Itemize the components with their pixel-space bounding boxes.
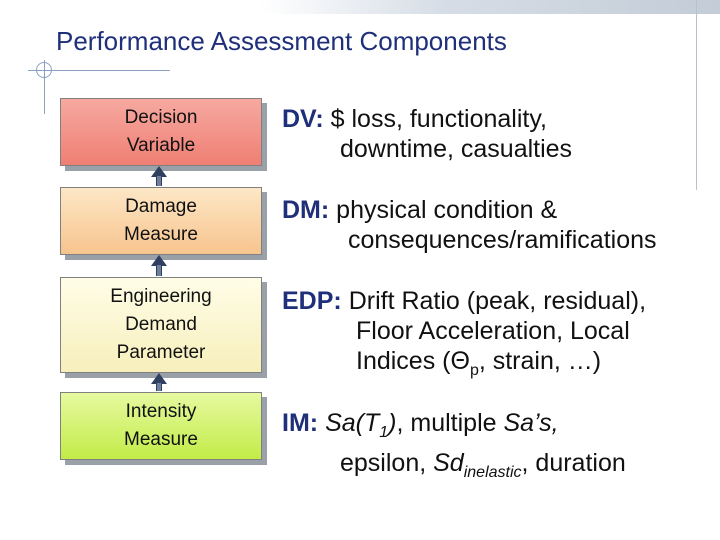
- dv-key: DV:: [282, 105, 324, 133]
- box-label-line: Damage: [125, 196, 197, 217]
- im-line-2-pre: epsilon,: [340, 449, 434, 477]
- box-label-line: Measure: [124, 429, 198, 450]
- intensity-measure-box: Intensity Measure: [60, 392, 262, 460]
- dm-description: DM: physical condition & consequences/ra…: [282, 195, 657, 255]
- title-circle-ornament: [36, 62, 52, 78]
- im-line-2-post: , duration: [521, 449, 626, 477]
- theta-subscript: p: [469, 362, 479, 379]
- edp-key: EDP:: [282, 287, 342, 315]
- im-line-1-rest: , multiple: [396, 409, 504, 437]
- up-arrow-icon: [151, 166, 167, 186]
- box-label-line: Decision: [124, 107, 198, 128]
- im-description: IM: Sa(T1), multiple Sa’s, epsilon, Sdin…: [282, 408, 626, 488]
- sd-subscript: inelastic: [463, 464, 522, 481]
- edp-line-3: Indices (Θp, strain, …): [282, 346, 646, 386]
- dm-line-1: physical condition &: [336, 196, 558, 224]
- im-line-2: epsilon, Sdinelastic, duration: [282, 448, 626, 488]
- sa-close: ): [388, 409, 397, 437]
- damage-measure-box: Damage Measure: [60, 187, 262, 255]
- sa-term: Sa(T: [325, 409, 380, 437]
- sas-term: Sa’s,: [503, 409, 559, 437]
- dm-line-2: consequences/ramifications: [348, 226, 657, 254]
- theta-symbol: Θ: [450, 347, 470, 375]
- box-label-line: Measure: [124, 224, 198, 245]
- box-label-line: Intensity: [125, 401, 197, 422]
- im-key: IM:: [282, 409, 319, 437]
- edp-description: EDP: Drift Ratio (peak, residual), Floor…: [282, 286, 646, 386]
- engineering-demand-parameter-box: Engineering Demand Parameter: [60, 277, 262, 373]
- box-label-line: Parameter: [116, 342, 206, 363]
- dv-line-1: $ loss, functionality,: [330, 105, 547, 133]
- edp-line-3-pre: Indices (: [356, 347, 451, 375]
- up-arrow-icon: [151, 373, 167, 391]
- box-label-line: Demand: [125, 314, 197, 335]
- sd-term: Sd: [433, 449, 464, 477]
- right-decoration-rule: [696, 0, 697, 190]
- title-vertical-rule: [44, 60, 45, 114]
- edp-line-2: Floor Acceleration, Local: [356, 317, 630, 345]
- edp-line-1: Drift Ratio (peak, residual),: [348, 287, 647, 315]
- sa-subscript: 1: [379, 424, 389, 441]
- edp-line-3-post: , strain, …): [478, 347, 602, 375]
- decision-variable-box: Decision Variable: [60, 98, 262, 166]
- page-title: Performance Assessment Components: [56, 26, 507, 56]
- title-underline: [28, 70, 170, 71]
- dm-key: DM:: [282, 196, 330, 224]
- up-arrow-icon: [151, 255, 167, 276]
- box-label-line: Variable: [126, 135, 196, 156]
- dv-line-2: downtime, casualties: [340, 135, 573, 163]
- dv-description: DV: $ loss, functionality, downtime, cas…: [282, 104, 572, 164]
- box-label-line: Engineering: [110, 286, 212, 307]
- header-decoration-band: [260, 0, 720, 14]
